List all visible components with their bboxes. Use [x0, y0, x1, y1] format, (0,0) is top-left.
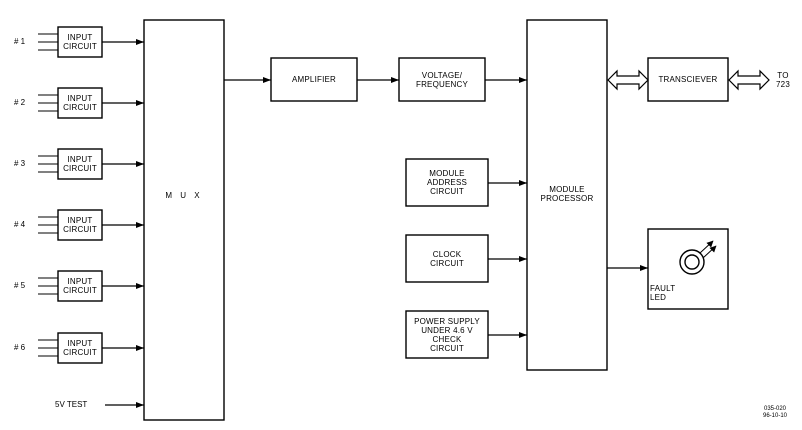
led-outer-ring: [679, 249, 705, 275]
drawing-reference: 035-020 96-10-10: [762, 406, 788, 419]
clock-circuit-label: CLOCK CIRCUIT: [430, 249, 464, 268]
voltage-frequency-label: VOLTAGE/ FREQUENCY: [415, 70, 469, 89]
test-input-label: 5V TEST: [55, 400, 88, 409]
to-723-label: TO 723: [776, 71, 790, 89]
power-supply-label: POWER SUPPLY UNDER 4.6 V CHECK CIRCUIT: [414, 316, 480, 353]
channel-label-3: # 3: [14, 159, 26, 168]
input-circuit-label-5: INPUT CIRCUIT: [63, 277, 97, 295]
input-circuit-label-1: INPUT CIRCUIT: [63, 33, 97, 51]
input-circuit-label-3: INPUT CIRCUIT: [63, 155, 97, 173]
channel-label-1: # 1: [14, 37, 26, 46]
input-circuit-label-4: INPUT CIRCUIT: [63, 216, 97, 234]
led-inner-ring: [684, 254, 700, 270]
channel-label-6: # 6: [14, 343, 26, 352]
fault-led-label: FAULT LED: [650, 284, 676, 302]
transceiver-label: TRANSCIEVER: [658, 75, 718, 84]
mux-label: M U X: [165, 190, 203, 200]
module-processor-box: [526, 19, 608, 371]
mux-box: [143, 19, 225, 421]
channel-label-5: # 5: [14, 281, 26, 290]
transceiver-external-bus: [728, 69, 770, 91]
fault-led-box: [647, 228, 729, 310]
channel-label-2: # 2: [14, 98, 26, 107]
channel-label-4: # 4: [14, 220, 26, 229]
input-circuit-label-2: INPUT CIRCUIT: [63, 94, 97, 112]
amplifier-label: AMPLIFIER: [291, 75, 337, 84]
module-address-label: MODULE ADDRESS CIRCUIT: [426, 169, 468, 196]
module-processor-label: MODULE PROCESSOR: [540, 185, 594, 203]
proc-transceiver-bus: [607, 69, 649, 91]
input-circuit-label-6: INPUT CIRCUIT: [63, 339, 97, 357]
